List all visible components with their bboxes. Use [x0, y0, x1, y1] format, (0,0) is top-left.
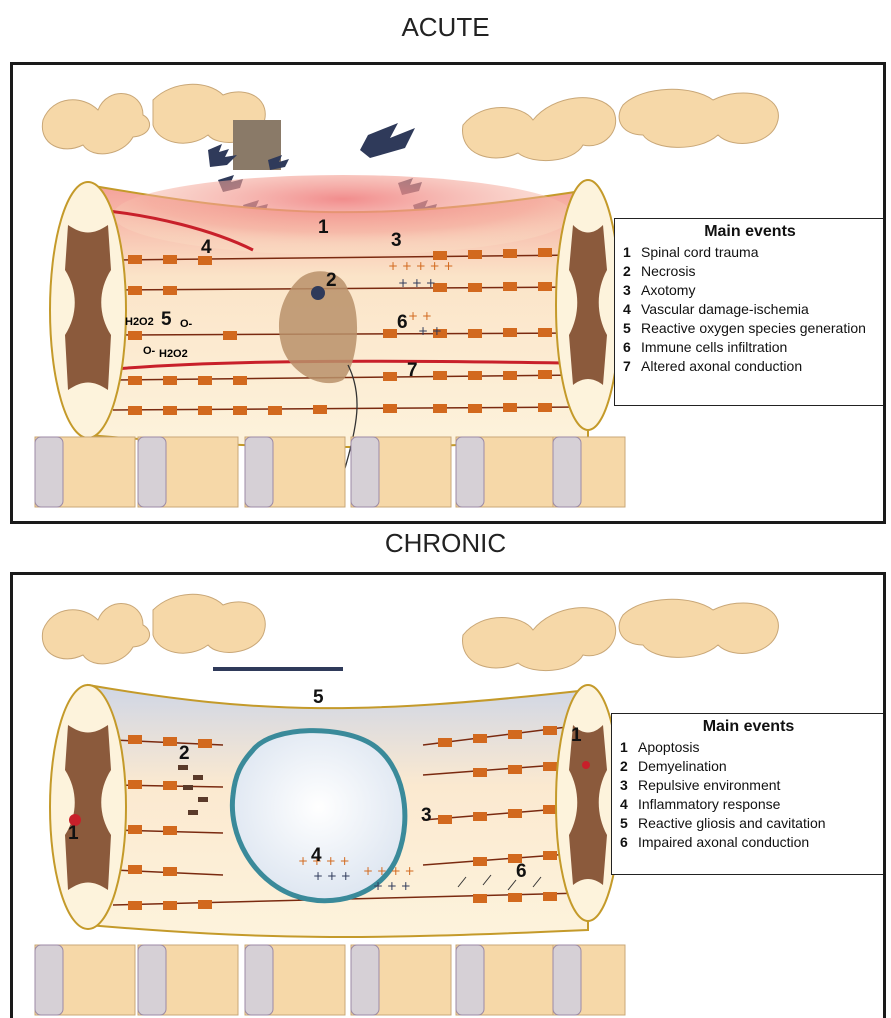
ros-label-3: H2O2 [159, 348, 188, 360]
vertebra-shape-7 [463, 608, 616, 671]
svg-text:+ + + + +: + + + + + [388, 259, 454, 273]
ros-label-2: O- [180, 318, 192, 330]
vertebral-bodies [35, 437, 625, 507]
chronic-panel: + + + + + + + + + + + + + + 1 1 2 [10, 572, 886, 1018]
acute-marker-7: 7 [407, 360, 418, 382]
chronic-legend-title: Main events [620, 718, 877, 736]
chronic-marker-3: 3 [421, 805, 432, 827]
vertebra-shape-1 [42, 94, 149, 154]
chronic-marker-5: 5 [313, 687, 324, 709]
svg-text:+ +: + + [408, 309, 432, 323]
acute-panel: + + + + + + + + + + + + 1 2 3 4 5 6 7 H2… [10, 62, 886, 524]
vertebra-shape-8 [619, 599, 778, 657]
svg-text:+ + + +: + + + + [298, 854, 350, 868]
vertebra-shape-4 [619, 89, 778, 147]
acute-legend-title: Main events [623, 223, 877, 241]
chronic-marker-1-right: 1 [571, 725, 582, 747]
acute-marker-1: 1 [318, 217, 329, 239]
acute-marker-2: 2 [326, 270, 337, 292]
svg-text:+ +: + + [418, 324, 442, 338]
acute-marker-3: 3 [391, 230, 402, 252]
svg-text:+ + +: + + + [313, 869, 351, 883]
ros-label-4: O- [143, 345, 155, 357]
svg-text:+ + +: + + + [398, 276, 436, 290]
chronic-marker-2: 2 [179, 743, 190, 765]
ros-label-1: H2O2 [125, 316, 154, 328]
necrosis-core [311, 286, 325, 300]
vertebra-shape-5 [42, 604, 149, 664]
cord-end-left-chronic [50, 685, 126, 929]
cord-end-left [50, 182, 126, 438]
vertebra-shape-3 [463, 98, 616, 161]
chronic-marker-6: 6 [516, 861, 527, 883]
cord-end-right [556, 180, 620, 430]
cord-glow [113, 175, 573, 255]
acute-marker-5: 5 [161, 309, 172, 331]
scar-strip [213, 667, 343, 671]
svg-text:+ + +: + + + [373, 879, 411, 893]
acute-marker-4: 4 [201, 237, 212, 259]
chronic-marker-4: 4 [311, 845, 322, 867]
chronic-heading: CHRONIC [0, 528, 891, 559]
acute-marker-6: 6 [397, 312, 408, 334]
vertebra-shape-6 [153, 594, 265, 653]
svg-text:+ + + +: + + + + [363, 864, 415, 878]
vertebral-bodies-chronic [35, 945, 625, 1015]
acute-heading: ACUTE [0, 12, 891, 43]
chronic-marker-1-left: 1 [68, 823, 79, 845]
